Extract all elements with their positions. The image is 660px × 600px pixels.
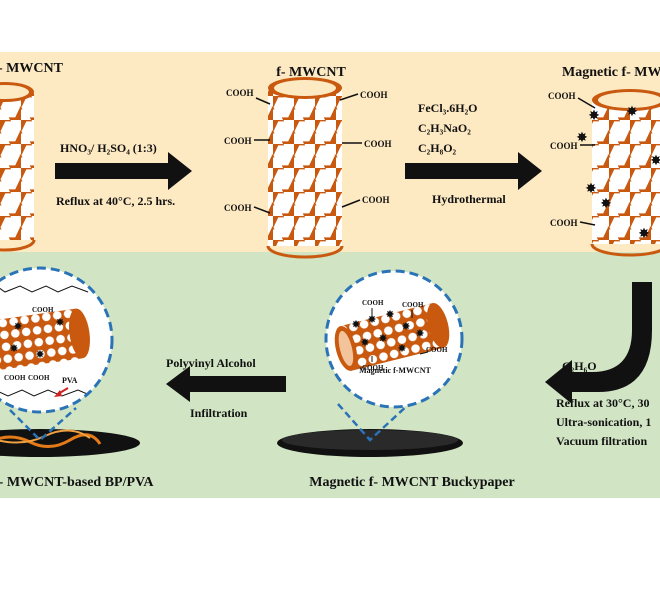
svg-text:✸: ✸ — [626, 104, 638, 120]
svg-text:✸: ✸ — [385, 308, 394, 321]
inset-b-particles: ✸ ✸ ✸ ✸ — [9, 316, 64, 361]
svg-text:✸: ✸ — [13, 320, 22, 333]
inset-cooh: COOH — [28, 374, 50, 382]
stage2-title: f- MWCNT — [276, 65, 346, 80]
svg-text:✸: ✸ — [585, 181, 597, 197]
cooh-label: COOH — [362, 195, 390, 205]
cooh-label: COOH — [548, 91, 576, 101]
step2-reagent-2: C₂H₃NaO₂ — [418, 121, 471, 135]
condition-1: Reflux at 30°C, 30 — [556, 396, 649, 410]
bottom-panel — [0, 252, 660, 498]
svg-text:✸: ✸ — [55, 316, 64, 329]
cooh-label: COOH — [364, 139, 392, 149]
inset-cooh: COOH — [426, 346, 448, 354]
arrow-step2 — [405, 152, 542, 190]
f-mwcnt-tube — [266, 77, 344, 259]
inset-a-bonds — [371, 308, 429, 362]
step2-reagent-1: FeCl₃.6H₂O — [418, 101, 478, 115]
magnetic-f-mwcnt-tube — [590, 89, 660, 257]
inset-circle-a — [324, 269, 464, 409]
svg-text:✸: ✸ — [9, 342, 18, 355]
arrow-turn — [545, 282, 652, 404]
cooh-bonds-stage2 — [253, 93, 362, 214]
callout-lines-b — [9, 407, 77, 442]
buckypaper-disc — [277, 429, 463, 457]
svg-text:✸: ✸ — [588, 108, 600, 124]
svg-text:✸: ✸ — [367, 313, 376, 326]
cooh-bonds-stage3 — [577, 97, 596, 226]
inset-label: Magnetic f-MWCNT — [359, 366, 431, 375]
svg-text:✸: ✸ — [378, 332, 387, 345]
pva-pointer-head — [54, 390, 62, 397]
condition-2: Ultra-sonication, 1 — [556, 415, 651, 429]
pristine-mwcnt-tube — [0, 82, 36, 252]
cooh-label: COOH — [360, 90, 388, 100]
step3-method: Infiltration — [190, 406, 248, 420]
step2-method: Hydrothermal — [432, 192, 506, 206]
cooh-label: COOH — [224, 136, 252, 146]
solvent-label: C₂H₆O — [562, 359, 597, 373]
inset-cooh: COOH — [4, 374, 26, 382]
buckypaper-caption: Magnetic f- MWCNT Buckypaper — [309, 475, 514, 490]
svg-text:✸: ✸ — [600, 196, 612, 212]
cooh-label: COOH — [550, 141, 578, 151]
svg-text:✸: ✸ — [401, 320, 410, 333]
svg-text:✸: ✸ — [360, 336, 369, 349]
step1-reagent: HNO₃/ H₂SO₄ (1:3) — [60, 141, 157, 155]
final-caption: f- MWCNT-based BP/PVA — [0, 475, 154, 490]
condition-3: Vacuum filtration — [556, 434, 648, 448]
inset-cooh: COOH — [362, 364, 384, 372]
svg-text:✸: ✸ — [351, 318, 360, 331]
stage1-title: - MWCNT — [0, 61, 64, 76]
svg-text:✸: ✸ — [397, 342, 406, 355]
step3-reagent: Polyvinyl Alcohol — [166, 356, 256, 370]
svg-text:✸: ✸ — [415, 327, 424, 340]
svg-text:✸: ✸ — [650, 153, 660, 169]
cooh-label: COOH — [226, 88, 254, 98]
callout-lines-a — [337, 402, 411, 442]
pva-label: PVA — [62, 376, 78, 385]
cooh-label: COOH — [224, 203, 252, 213]
svg-text:✸: ✸ — [638, 226, 650, 242]
inset-cooh: COOH — [362, 299, 384, 307]
step1-condition: Reflux at 40°C, 2.5 hrs. — [56, 194, 175, 208]
inset-a-particles: ✸ ✸ ✸ ✸ ✸ ✸ ✸ ✸ — [351, 308, 424, 355]
svg-text:✸: ✸ — [35, 348, 44, 361]
inset-cooh: COOH — [402, 301, 424, 309]
inset-cooh: COOH — [32, 306, 54, 314]
arrow-step3 — [166, 366, 286, 402]
svg-text:✸: ✸ — [576, 130, 588, 146]
stage3-title: Magnetic f- MW — [562, 65, 660, 80]
arrow-step1 — [55, 152, 192, 190]
fe3o4-particles: ✸ ✸ ✸ ✸ ✸ ✸ ✸ — [576, 104, 660, 242]
cooh-label: COOH — [550, 218, 578, 228]
step2-reagent-3: C₂H₈O₂ — [418, 141, 457, 155]
inset-circle-b — [0, 266, 114, 414]
